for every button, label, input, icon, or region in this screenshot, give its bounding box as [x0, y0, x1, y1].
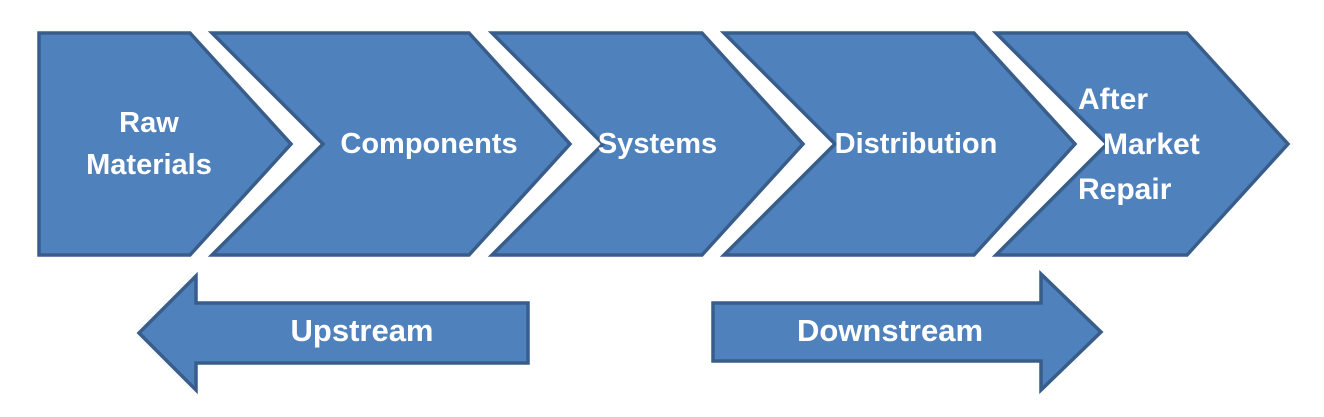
chevron-after-market-repair	[991, 31, 1291, 257]
chevron-distribution	[719, 31, 1078, 257]
chevron-systems	[487, 31, 806, 257]
upstream-arrow-shape	[136, 271, 530, 395]
chevron-components	[207, 31, 573, 257]
chevron-raw-materials	[37, 31, 294, 257]
downstream-arrow-shape	[711, 269, 1104, 395]
